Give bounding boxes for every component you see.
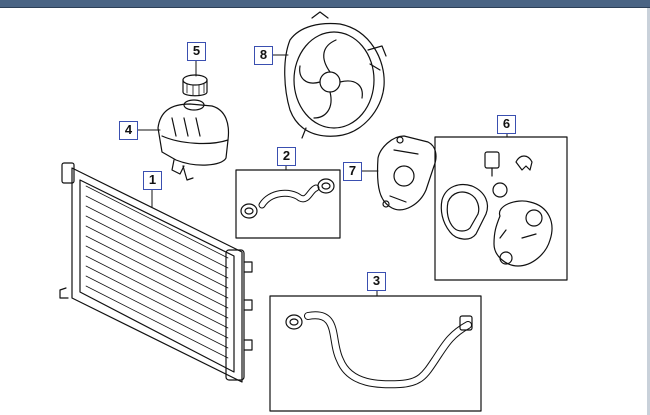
callout-4[interactable]: 4 — [119, 121, 138, 140]
thermostat-housing[interactable] — [376, 135, 437, 211]
callout-2[interactable]: 2 — [277, 147, 296, 166]
expansion-tank-cap[interactable] — [182, 74, 208, 97]
window-edge — [647, 8, 650, 415]
callout-3[interactable]: 3 — [367, 272, 386, 291]
radiator-part[interactable] — [59, 162, 253, 383]
leader-lines — [136, 54, 508, 297]
expansion-tank[interactable] — [157, 99, 230, 181]
callout-8[interactable]: 8 — [254, 46, 273, 65]
thermostat-kit[interactable] — [434, 136, 568, 281]
callout-7[interactable]: 7 — [343, 162, 362, 181]
callout-5[interactable]: 5 — [187, 42, 206, 61]
lower-hose-assembly[interactable] — [269, 295, 482, 412]
cooling-fan[interactable] — [284, 11, 387, 139]
upper-hose-kit[interactable] — [235, 169, 341, 239]
callout-6[interactable]: 6 — [497, 115, 516, 134]
callout-1[interactable]: 1 — [143, 171, 162, 190]
window-title-bar — [0, 0, 650, 8]
